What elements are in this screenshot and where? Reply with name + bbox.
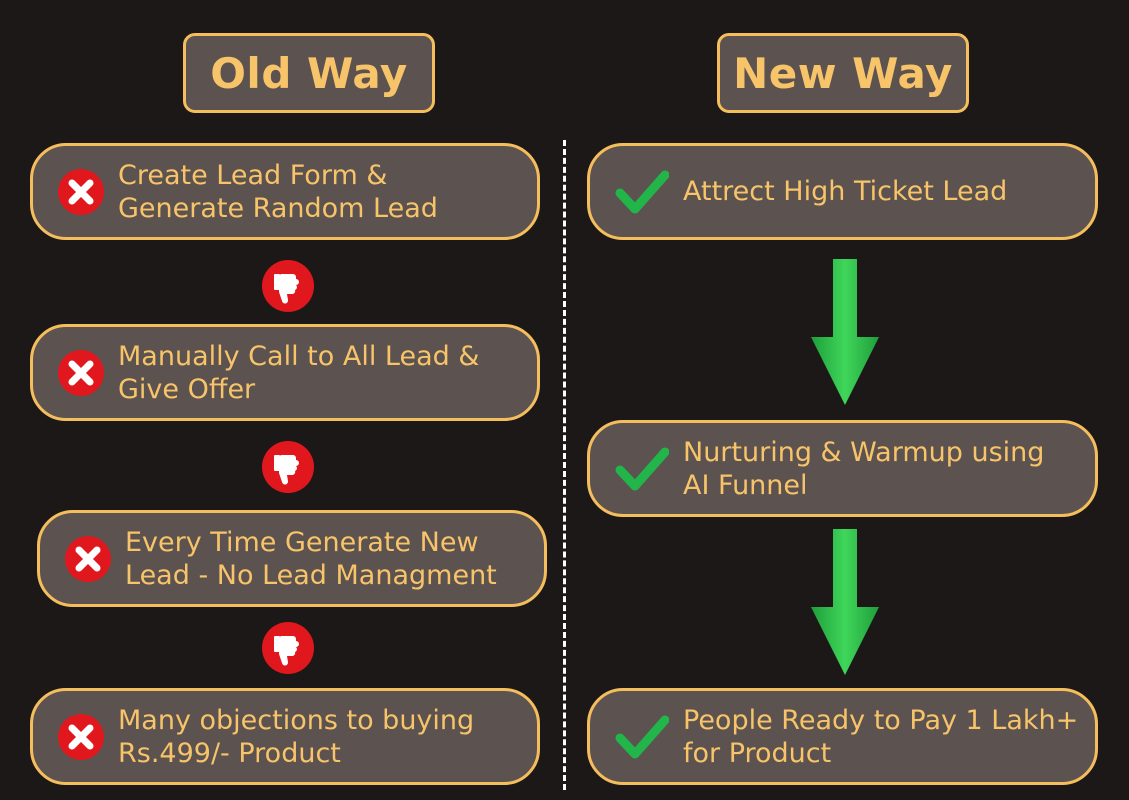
check-icon [615,714,670,760]
down-arrow-icon [809,259,881,407]
check-icon [615,446,670,492]
thumbs-down-icon [262,441,314,493]
new-step-1-text: Attrect High Ticket Lead [683,176,1008,207]
new-step-2-text: Nurturing & Warmup using AI Funnel [683,436,1045,501]
new-step-3: People Ready to Pay 1 Lakh+ for Product [587,688,1098,785]
old-step-2-text: Manually Call to All Lead & Give Offer [118,340,480,405]
dashed-divider [563,140,566,790]
new-way-title: New Way [717,33,969,113]
old-way-title-text: Old Way [210,48,408,98]
thumbs-down-icon [262,260,314,312]
new-way-title-text: New Way [733,48,953,98]
old-way-title: Old Way [183,33,435,113]
new-step-3-text: People Ready to Pay 1 Lakh+ for Product [683,704,1079,769]
old-step-1: Create Lead Form & Generate Random Lead [30,143,540,240]
new-step-2: Nurturing & Warmup using AI Funnel [587,420,1098,517]
cross-icon [58,168,104,215]
cross-icon [58,713,104,760]
old-step-3-text: Every Time Generate New Lead - No Lead M… [125,526,497,591]
check-icon [615,169,670,215]
old-step-3: Every Time Generate New Lead - No Lead M… [37,510,547,607]
cross-icon [58,349,104,396]
old-step-1-text: Create Lead Form & Generate Random Lead [118,159,438,224]
down-arrow-icon [809,529,881,677]
new-step-1: Attrect High Ticket Lead [587,143,1098,240]
cross-icon [65,535,111,582]
old-step-4-text: Many objections to buying Rs.499/- Produ… [118,704,475,769]
old-step-2: Manually Call to All Lead & Give Offer [30,324,540,421]
old-step-4: Many objections to buying Rs.499/- Produ… [30,688,540,785]
thumbs-down-icon [262,622,314,674]
